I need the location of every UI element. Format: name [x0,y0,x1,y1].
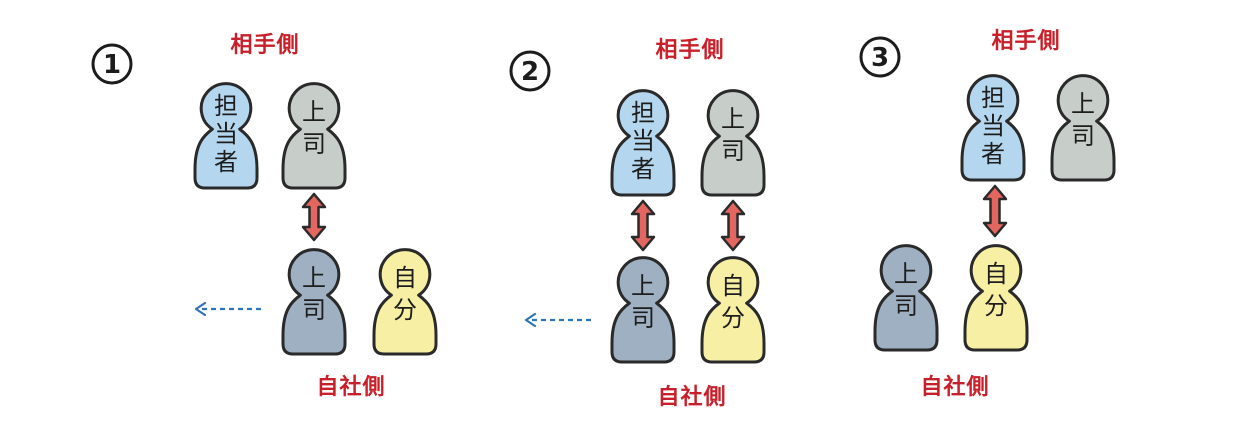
person-client-contact-silhouette [193,82,259,190]
top-label-client-side: 相手側 [230,33,299,58]
dashed-left-arrow-icon [524,312,594,328]
person-own-boss: 上司 [610,256,676,364]
person-self: 自分 [700,256,766,364]
double-arrow-icon [982,184,1008,238]
svg-text:1: 1 [103,50,121,80]
person-self: 自分 [963,244,1029,352]
person-client-contact: 担当者 [610,89,676,197]
person-client-boss-label: 上司 [721,105,745,165]
person-client-boss-label: 上司 [1071,90,1095,150]
person-client-contact-silhouette [610,89,676,197]
panel-number-badge: 2 [509,50,551,92]
person-client-contact-label: 担当者 [631,99,655,183]
person-client-boss-silhouette [281,82,347,190]
bottom-label-own-side: 自社側 [316,374,385,400]
person-client-boss-silhouette [1050,74,1116,182]
person-self-silhouette [700,256,766,364]
bottom-label-own-side: 自社側 [657,384,726,410]
top-label-client-side: 相手側 [991,29,1060,54]
person-self-silhouette [372,248,438,356]
person-own-boss-silhouette [281,248,347,356]
double-arrow-icon [301,192,327,242]
dashed-left-arrow-icon [194,301,262,317]
person-self: 自分 [372,248,438,356]
person-client-contact: 担当者 [960,74,1026,182]
person-client-boss-label: 上司 [302,98,326,158]
panel-number-badge: 1 [91,43,133,85]
person-own-boss-label: 上司 [302,264,326,324]
person-own-boss-silhouette [873,244,939,352]
person-own-boss-label: 上司 [631,272,655,332]
svg-text:3: 3 [871,43,889,73]
double-arrow-icon [630,199,656,252]
person-client-boss: 上司 [1050,74,1116,182]
person-self-label: 自分 [393,264,417,324]
person-self-label: 自分 [984,260,1008,320]
person-client-contact-label: 担当者 [981,84,1005,168]
person-own-boss: 上司 [281,248,347,356]
double-arrow-icon [720,199,746,252]
person-client-boss: 上司 [281,82,347,190]
person-client-contact-silhouette [960,74,1026,182]
person-own-boss-label: 上司 [894,260,918,320]
person-self-silhouette [963,244,1029,352]
person-own-boss-silhouette [610,256,676,364]
person-client-boss: 上司 [700,89,766,197]
person-client-boss-silhouette [700,89,766,197]
svg-text:2: 2 [521,57,539,87]
person-client-contact-label: 担当者 [214,92,238,176]
person-client-contact: 担当者 [193,82,259,190]
person-self-label: 自分 [721,272,745,332]
panel-number-badge: 3 [859,36,901,78]
person-own-boss: 上司 [873,244,939,352]
bottom-label-own-side: 自社側 [920,374,989,400]
top-label-client-side: 相手側 [655,38,724,63]
